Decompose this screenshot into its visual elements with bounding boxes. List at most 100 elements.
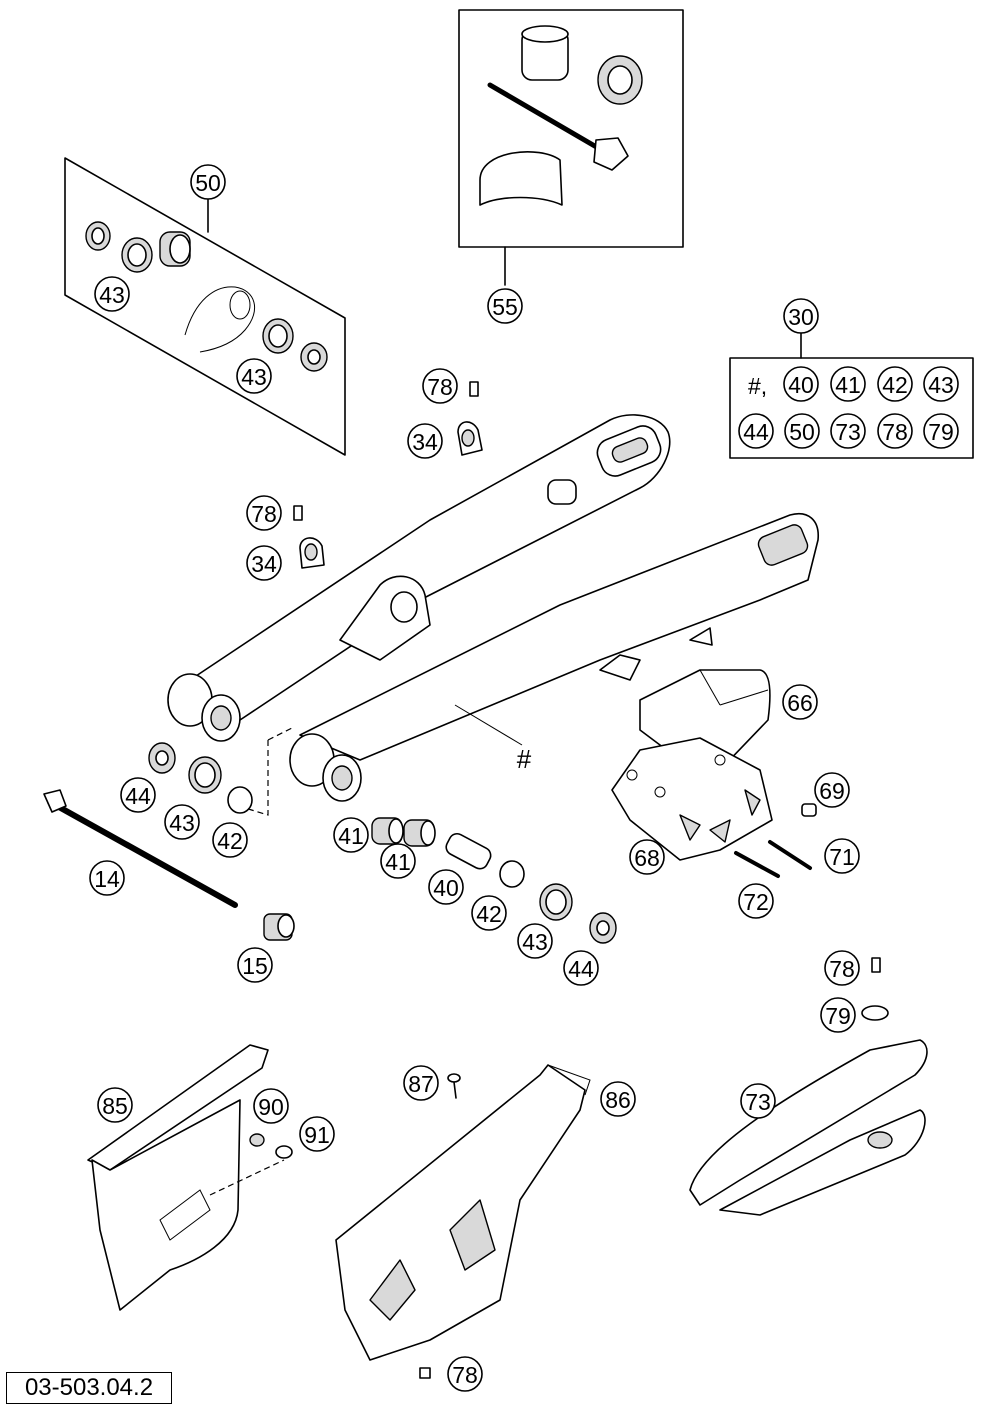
callout-number: 66	[787, 690, 813, 716]
callout-circle	[422, 368, 458, 404]
callout-number: 79	[825, 1003, 851, 1029]
kit-55-panel	[458, 9, 684, 286]
callout-circle	[740, 1083, 776, 1119]
callout-number: 78	[251, 501, 277, 527]
swingarm: #	[167, 414, 819, 802]
drawing-number: 03-503.04.2	[6, 1372, 172, 1404]
callout-circle	[824, 950, 860, 986]
callout-15: 15	[237, 947, 273, 983]
callout-44: 44	[563, 950, 599, 986]
kit-30-item-79: 79	[923, 413, 959, 449]
kit-item-circle	[923, 366, 959, 402]
callout-circle	[299, 1116, 335, 1152]
callout-14: 14	[89, 860, 125, 896]
callout-circle	[820, 997, 856, 1033]
kit-item-number: 78	[882, 419, 908, 445]
callout-87: 87	[403, 1065, 439, 1101]
callout-circle	[814, 772, 850, 808]
kit-30-item-40: 40	[783, 366, 819, 402]
kit-item-number: 43	[928, 372, 954, 398]
callout-91: 91	[299, 1116, 335, 1152]
callout-50: 50	[190, 164, 226, 200]
callout-number: 87	[408, 1071, 434, 1097]
callout-circle	[164, 804, 200, 840]
callout-circle	[738, 883, 774, 919]
callout-number: 43	[241, 364, 267, 390]
callout-number: 71	[829, 844, 855, 870]
callout-circle	[246, 495, 282, 531]
kit-item-number: 73	[835, 419, 861, 445]
callout-90: 90	[253, 1088, 289, 1124]
pivot-hardware-left	[43, 727, 295, 941]
callout-number: 34	[412, 429, 438, 455]
kit-item-circle	[877, 413, 913, 449]
callout-78: 78	[422, 368, 458, 404]
callout-number: 78	[829, 956, 855, 982]
callout-43: 43	[164, 804, 200, 840]
callout-number: 43	[99, 282, 125, 308]
kit-50-panel	[64, 157, 346, 456]
callout-circle	[487, 288, 523, 324]
clamp-34-upper	[457, 381, 483, 456]
kit-item-number: 79	[928, 419, 954, 445]
callout-42: 42	[471, 895, 507, 931]
callout-86: 86	[600, 1081, 636, 1117]
callout-79: 79	[820, 997, 856, 1033]
kit-30-panel: #,	[729, 330, 974, 459]
callout-circle	[236, 358, 272, 394]
callout-circle	[447, 1356, 483, 1392]
kit-item-number: 40	[788, 372, 814, 398]
callout-circle	[517, 923, 553, 959]
kit-item-circle	[784, 413, 820, 449]
callout-number: 42	[217, 828, 243, 854]
kit-item-circle	[923, 413, 959, 449]
callout-circle	[824, 838, 860, 874]
chain-slider	[689, 957, 928, 1216]
callout-number: 15	[242, 953, 268, 979]
callout-circle	[94, 276, 130, 312]
callout-circle	[629, 839, 665, 875]
kit-item-circle	[830, 366, 866, 402]
callout-41: 41	[333, 817, 369, 853]
callout-number: 55	[492, 294, 518, 320]
kit-item-number: 44	[743, 419, 769, 445]
callout-78: 78	[447, 1356, 483, 1392]
callout-circle	[212, 822, 248, 858]
callout-number: 34	[251, 551, 277, 577]
callout-number: 78	[427, 374, 453, 400]
callout-circle	[380, 843, 416, 879]
callout-circle	[563, 950, 599, 986]
kit-item-number: 41	[835, 372, 861, 398]
callout-number: 91	[304, 1122, 330, 1148]
callout-number: 73	[745, 1089, 771, 1115]
pivot-hardware-right	[371, 817, 617, 944]
kit-item-number: 50	[789, 419, 815, 445]
callout-circle	[407, 423, 443, 459]
kit-item-circle	[877, 366, 913, 402]
callout-number: 42	[476, 901, 502, 927]
callout-circle	[237, 947, 273, 983]
kit-30-item-44: 44	[738, 413, 774, 449]
callout-number: 43	[169, 810, 195, 836]
chain-guard-85	[87, 1044, 293, 1311]
kit-30-item-50: 50	[784, 413, 820, 449]
callout-78: 78	[824, 950, 860, 986]
callout-number: 50	[195, 170, 221, 196]
kit-item-circle	[738, 413, 774, 449]
kit-30-item-78: 78	[877, 413, 913, 449]
callout-circle	[246, 545, 282, 581]
callout-circle	[783, 298, 819, 334]
kit-30-item-41: 41	[830, 366, 866, 402]
callout-number: 69	[819, 778, 845, 804]
callout-number: 68	[634, 845, 660, 871]
callout-number: 90	[258, 1094, 284, 1120]
callout-68: 68	[629, 839, 665, 875]
callout-66: 66	[782, 684, 818, 720]
kit-30-item-43: 43	[923, 366, 959, 402]
callout-circle	[120, 777, 156, 813]
callout-circle	[403, 1065, 439, 1101]
callout-43: 43	[236, 358, 272, 394]
kit-30-item-42: 42	[877, 366, 913, 402]
callout-number: 40	[433, 875, 459, 901]
